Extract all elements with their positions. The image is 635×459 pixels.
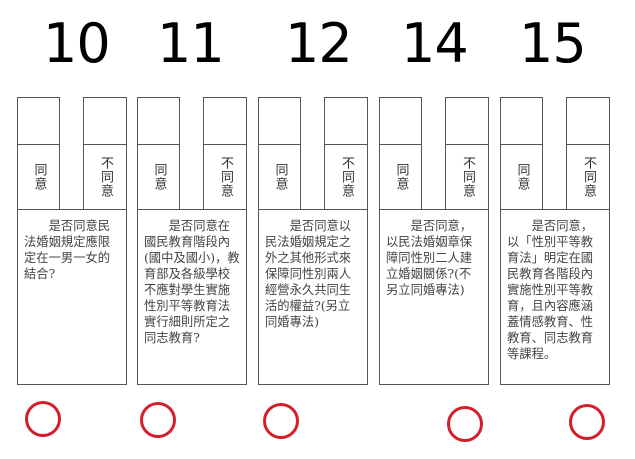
disagree-box[interactable]: 不同意 — [203, 97, 247, 210]
red-circle-icon — [25, 401, 61, 437]
disagree-label-cell: 不同意 — [325, 144, 367, 209]
agree-label-cell: 同意 — [380, 144, 421, 209]
disagree-box[interactable]: 不同意 — [566, 97, 610, 210]
disagree-mark-cell[interactable] — [204, 98, 246, 145]
agree-box[interactable]: 同意 — [258, 97, 301, 210]
ballot-number-12: 12 — [285, 12, 353, 75]
ballot-card-14: 同意 不同意 是否同意，以民法婚姻章保障同性別二人建立婚姻關係?(不另立同婚專法… — [379, 97, 489, 385]
agree-label: 同意 — [514, 162, 530, 191]
disagree-label-cell: 不同意 — [567, 144, 609, 209]
agree-label-cell: 同意 — [18, 144, 59, 209]
question-text: 是否同意，以「性別平等教育法」明定在國民教育各階段內實施性別平等教育，且內容應涵… — [500, 209, 610, 385]
agree-label: 同意 — [151, 162, 167, 191]
red-circle-icon — [140, 402, 176, 438]
disagree-label: 不同意 — [581, 155, 596, 198]
red-circle-icon — [447, 406, 483, 442]
ballot-card-11: 同意 不同意 是否同意在國民教育階段內(國中及國小)，教育部及各級學校不應對學生… — [137, 97, 247, 385]
disagree-mark-cell[interactable] — [567, 98, 609, 145]
disagree-label-cell: 不同意 — [84, 144, 126, 209]
agree-label: 同意 — [31, 162, 47, 191]
agree-mark-cell[interactable] — [138, 98, 179, 145]
disagree-box[interactable]: 不同意 — [445, 97, 489, 210]
agree-box[interactable]: 同意 — [500, 97, 543, 210]
agree-box[interactable]: 同意 — [379, 97, 422, 210]
red-circle-icon — [263, 403, 299, 439]
agree-label-cell: 同意 — [138, 144, 179, 209]
disagree-mark-cell[interactable] — [84, 98, 126, 145]
ballot-number-10: 10 — [43, 12, 111, 75]
ballot-card-12: 同意 不同意 是否同意以民法婚姻規定之外之其他形式來保障同性別兩人經營永久共同生… — [258, 97, 368, 385]
disagree-label-cell: 不同意 — [446, 144, 488, 209]
agree-box[interactable]: 同意 — [17, 97, 60, 210]
agree-box[interactable]: 同意 — [137, 97, 180, 210]
agree-label: 同意 — [393, 162, 409, 191]
disagree-label: 不同意 — [98, 155, 113, 198]
disagree-box[interactable]: 不同意 — [324, 97, 368, 210]
disagree-mark-cell[interactable] — [325, 98, 367, 145]
agree-mark-cell[interactable] — [501, 98, 542, 145]
disagree-label-cell: 不同意 — [204, 144, 246, 209]
disagree-label: 不同意 — [339, 155, 354, 198]
agree-mark-cell[interactable] — [380, 98, 421, 145]
agree-mark-cell[interactable] — [259, 98, 300, 145]
question-text: 是否同意民法婚姻規定應限定在一男一女的結合? — [17, 209, 127, 385]
ballot-number-15: 15 — [519, 12, 587, 75]
ballot-number-14: 14 — [401, 12, 469, 75]
ballot-card-15: 同意 不同意 是否同意，以「性別平等教育法」明定在國民教育各階段內實施性別平等教… — [500, 97, 610, 385]
agree-label-cell: 同意 — [259, 144, 300, 209]
agree-mark-cell[interactable] — [18, 98, 59, 145]
question-text: 是否同意以民法婚姻規定之外之其他形式來保障同性別兩人經營永久共同生活的權益?(另… — [258, 209, 368, 385]
question-text: 是否同意在國民教育階段內(國中及國小)，教育部及各級學校不應對學生實施性別平等教… — [137, 209, 247, 385]
red-circle-icon — [569, 404, 605, 440]
ballot-number-11: 11 — [157, 12, 225, 75]
disagree-box[interactable]: 不同意 — [83, 97, 127, 210]
disagree-label: 不同意 — [218, 155, 233, 198]
disagree-label: 不同意 — [460, 155, 475, 198]
question-text: 是否同意，以民法婚姻章保障同性別二人建立婚姻關係?(不另立同婚專法) — [379, 209, 489, 385]
disagree-mark-cell[interactable] — [446, 98, 488, 145]
ballot-card-10: 同意 不同意 是否同意民法婚姻規定應限定在一男一女的結合? — [17, 97, 127, 385]
agree-label-cell: 同意 — [501, 144, 542, 209]
agree-label: 同意 — [272, 162, 288, 191]
